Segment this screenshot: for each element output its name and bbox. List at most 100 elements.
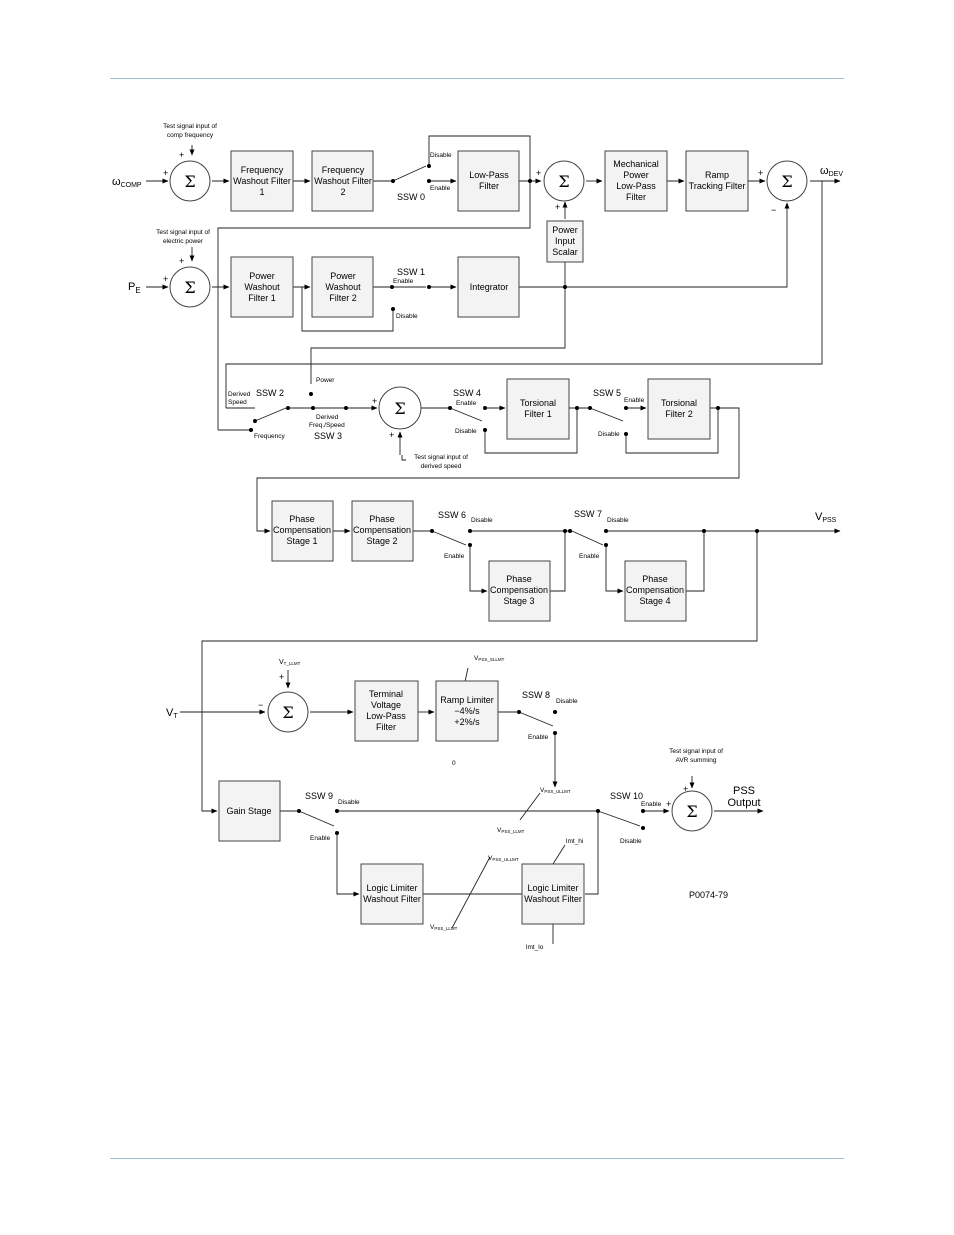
block-line: Phase bbox=[642, 574, 668, 584]
figure-id-label: P0074-79 bbox=[689, 890, 728, 900]
block-line: Torsional bbox=[520, 398, 556, 408]
ssw8-disable-label: Disable bbox=[556, 698, 578, 705]
switch-names: SSW 0 SSW 1 SSW 2 SSW 3 SSW 4 SSW 5 SSW … bbox=[256, 192, 643, 801]
ssw4-enable-label: Enable bbox=[456, 400, 477, 407]
block-line: Logic Limiter bbox=[527, 883, 578, 893]
omega-dev-label: ωDEV bbox=[820, 165, 843, 178]
plus-sign: + bbox=[163, 168, 168, 178]
phase-compensation-stage-3-block: Phase Compensation Stage 3 bbox=[488, 560, 551, 622]
sigma-symbol: Σ bbox=[686, 802, 697, 821]
lmt-hi-label: lmt_hi bbox=[566, 838, 583, 845]
plus-sign: + bbox=[372, 396, 377, 406]
minus-sign: − bbox=[258, 700, 263, 710]
ssw3-derived-freq-line: Derived bbox=[316, 414, 339, 421]
plus-sign: + bbox=[555, 202, 560, 212]
block-line: Integrator bbox=[470, 282, 509, 292]
low-pass-filter-block: Low-Pass Filter bbox=[457, 150, 520, 212]
plus-sign: + bbox=[536, 168, 541, 178]
vt-llmt-label: VT_LLMT bbox=[279, 659, 301, 666]
phase-compensation-stage-2-block: Phase Compensation Stage 2 bbox=[351, 500, 414, 562]
plus-sign: + bbox=[279, 672, 284, 682]
switch-ssw8-label: SSW 8 bbox=[522, 690, 550, 700]
torsional-filter-1-block: Torsional Filter 1 bbox=[506, 378, 570, 440]
sigma-symbol: Σ bbox=[184, 172, 195, 191]
summing-junction-comp-frequency: Σ bbox=[169, 160, 211, 202]
block-line: Phase bbox=[506, 574, 532, 584]
block-line: Filter 2 bbox=[665, 409, 693, 419]
summing-junction-low-pass: Σ bbox=[543, 160, 585, 202]
block-line: Ramp Limiter bbox=[440, 695, 494, 705]
block-line: 1 bbox=[259, 187, 264, 197]
frequency-washout-filter-1-block: Frequency Washout Filter 1 bbox=[230, 150, 294, 212]
block-line: Torsional bbox=[661, 398, 697, 408]
junction-dots bbox=[249, 164, 759, 835]
plus-sign: + bbox=[179, 150, 184, 160]
test-input-comp-frequency-line: comp frequency bbox=[167, 132, 214, 139]
block-line: Low-Pass bbox=[469, 170, 509, 180]
vpss-sllmt-label: VPSS_SLLMT bbox=[474, 655, 505, 662]
block-line: Ramp bbox=[705, 170, 729, 180]
ssw1-enable-label: Enable bbox=[393, 278, 414, 285]
ssw6-disable-label: Disable bbox=[471, 517, 493, 524]
block-line: Compensation bbox=[626, 585, 684, 595]
sigma-symbol: Σ bbox=[781, 172, 792, 191]
ssw10-disable-label: Disable bbox=[620, 838, 642, 845]
signal-wires bbox=[146, 135, 841, 944]
power-input-scalar-block: Power Input Scalar bbox=[546, 220, 584, 263]
vpss-label: VPSS bbox=[815, 511, 837, 524]
pss-output-label-line: PSS bbox=[733, 785, 755, 797]
sigma-symbol: Σ bbox=[558, 172, 569, 191]
test-input-derived-speed-line: Test signal input of bbox=[414, 454, 468, 461]
omega-comp-label: ωCOMP bbox=[112, 176, 142, 189]
ssw2-frequency-label: Frequency bbox=[254, 433, 285, 440]
ramp-tracking-filter-block: Ramp Tracking Filter bbox=[685, 150, 749, 212]
plus-sign: + bbox=[666, 799, 671, 809]
block-line: Filter bbox=[376, 722, 396, 732]
pe-label: PE bbox=[128, 281, 141, 295]
vpss-llmt-label: VPSS_LLMT bbox=[497, 827, 525, 834]
integrator-block: Integrator bbox=[457, 256, 520, 318]
summing-junction-electric-power: Σ bbox=[169, 266, 211, 308]
block-line: Input bbox=[555, 236, 576, 246]
ssw7-enable-label: Enable bbox=[579, 553, 600, 560]
switch-ssw9-label: SSW 9 bbox=[305, 791, 333, 801]
test-signal-labels: Test signal input of comp frequency Test… bbox=[156, 123, 723, 764]
signal-names: ωCOMP ωDEV PE VPSS VT VT_LLMT PSS Output bbox=[112, 165, 843, 809]
switch-ssw6-label: SSW 6 bbox=[438, 510, 466, 520]
block-line: +2%/s bbox=[454, 717, 480, 727]
phase-compensation-stage-1-block: Phase Compensation Stage 1 bbox=[271, 500, 334, 562]
block-line: Stage 1 bbox=[286, 536, 317, 546]
block-line: Washout Filter bbox=[233, 176, 291, 186]
torsional-filter-2-block: Torsional Filter 2 bbox=[647, 378, 711, 440]
block-line: −4%/s bbox=[454, 706, 480, 716]
block-line: Filter 2 bbox=[329, 293, 357, 303]
logic-limiter-washout-filter-2-block: Logic Limiter Washout Filter bbox=[521, 863, 585, 925]
ssw3-derived-freq-line: Freq./Speed bbox=[309, 422, 345, 429]
ssw2-derived-speed-line: Speed bbox=[228, 399, 247, 406]
block-line: Filter 1 bbox=[524, 409, 552, 419]
block-line: Phase bbox=[289, 514, 315, 524]
block-line: Phase bbox=[369, 514, 395, 524]
block-line: Power bbox=[249, 271, 275, 281]
block-line: Tracking Filter bbox=[689, 181, 746, 191]
switch-ssw3-label: SSW 3 bbox=[314, 431, 342, 441]
switch-ssw10-label: SSW 10 bbox=[610, 791, 643, 801]
limit-labels: VPSS_SLLMT 0 VPSS_ULLMT VPSS_LLMT VPSS_U… bbox=[430, 655, 583, 951]
ramp-limit-zero-label: 0 bbox=[452, 760, 456, 767]
ssw10-enable-label: Enable bbox=[641, 801, 662, 808]
block-line: Stage 4 bbox=[639, 596, 670, 606]
summing-junction-omega-dev: Σ bbox=[766, 160, 808, 202]
block-line: Stage 2 bbox=[366, 536, 397, 546]
block-line: Frequency bbox=[322, 165, 365, 175]
header-rule bbox=[110, 78, 844, 79]
block-line: Filter bbox=[479, 181, 499, 191]
plus-sign: + bbox=[683, 784, 688, 794]
test-input-electric-power-line: electric power bbox=[163, 238, 204, 245]
block-line: Compensation bbox=[490, 585, 548, 595]
ssw6-enable-label: Enable bbox=[444, 553, 465, 560]
block-line: Power bbox=[330, 271, 356, 281]
block-line: Voltage bbox=[371, 700, 401, 710]
switch-ssw7-label: SSW 7 bbox=[574, 509, 602, 519]
ssw8-enable-label: Enable bbox=[528, 734, 549, 741]
